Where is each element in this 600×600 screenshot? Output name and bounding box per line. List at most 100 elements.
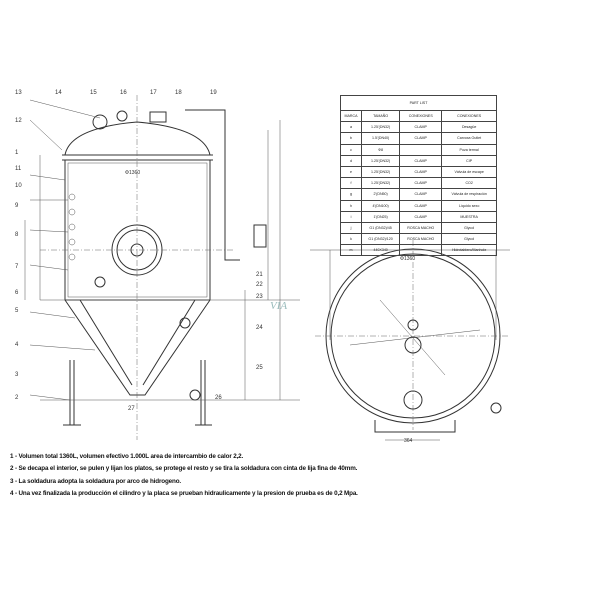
part-number: 13	[15, 90, 22, 96]
table-cell: Φ8	[361, 143, 401, 156]
note-1: 1 - Volumen total 1360L, volumen efectiv…	[10, 453, 244, 460]
part-number: 19	[210, 90, 217, 96]
note-3: 3 - La soldadura adopta la soldadura por…	[10, 477, 181, 485]
table-cell: 4'(DN100)	[361, 199, 401, 212]
part-number: 25	[256, 365, 263, 371]
part-number: 3	[15, 372, 19, 378]
table-cell: CLAMP	[399, 199, 443, 212]
table-cell: m	[339, 244, 363, 257]
table-cell	[399, 244, 443, 257]
table-cell: Hidrotablero/Manhole	[441, 244, 497, 257]
table-cell: MUESTRA	[441, 210, 497, 223]
tank-side-view	[24, 95, 300, 440]
watermark: VIA	[270, 300, 288, 312]
table-cell: c	[339, 143, 363, 156]
table-header-row: MARCA TAMAÑO CONEXIONES CONEXIONES	[339, 109, 497, 123]
part-number: 8	[15, 232, 19, 238]
table-cell: CLAMP	[399, 188, 443, 201]
table-cell: 2'(DN50)	[361, 188, 401, 201]
table-cell: G1 (DN32)/120	[361, 233, 401, 246]
table-cell: h	[339, 199, 363, 212]
part-number: 22	[256, 282, 263, 288]
header-cell: CONEXIONES	[399, 109, 443, 123]
dimension-bottom-width: 364	[404, 438, 413, 444]
table-cell: b	[339, 132, 363, 145]
part-number: 12	[15, 118, 22, 124]
table-cell: G1 (DN32)/45	[361, 221, 401, 235]
dimension-diameter: Φ1360	[400, 256, 416, 262]
table-cell: 1.25'(DN32)	[361, 121, 401, 134]
table-cell: e	[339, 165, 363, 179]
part-number: 11	[15, 166, 22, 172]
table-cell: i	[339, 210, 363, 223]
tank-top-view	[310, 240, 510, 441]
table-cell: CLAMP	[399, 177, 443, 190]
table-cell	[399, 143, 443, 156]
table-cell: CIP	[441, 154, 497, 167]
part-number: 5	[15, 308, 19, 314]
table-cell: Válvula de respiración	[441, 188, 497, 201]
table-cell: Glycol	[441, 233, 497, 246]
table-cell: Líquido sexo	[441, 199, 497, 212]
part-number: 7	[15, 264, 19, 270]
table-cell: g	[339, 188, 363, 201]
table-cell: 440X340	[361, 244, 401, 257]
dimension-top-width: Φ1360	[125, 170, 141, 176]
table-cell: d	[339, 154, 363, 167]
part-number: 4	[15, 342, 19, 348]
table-cell: 1.25'(DN32)	[361, 177, 401, 190]
part-number: 27	[128, 406, 135, 412]
part-number: 2	[15, 395, 19, 401]
table-cell: CO2	[441, 177, 497, 190]
table-cell: Carvoxa Outlet	[441, 132, 497, 145]
note-4: 4 - Una vez finalizada la producción el …	[10, 489, 358, 497]
table-cell: j	[339, 221, 363, 235]
table-cell: ROSCA MACHO	[399, 221, 443, 235]
parts-table: PART LIST MARCA TAMAÑO CONEXIONES CONEXI…	[339, 95, 497, 257]
part-number: 6	[15, 290, 19, 296]
part-number: 15	[90, 90, 97, 96]
table-cell: CLAMP	[399, 154, 443, 167]
table-cell: 1.25'(DN32)	[361, 165, 401, 179]
table-cell: CLAMP	[399, 165, 443, 179]
part-number: 10	[15, 183, 22, 189]
table-cell: k	[339, 233, 363, 246]
table-cell: f	[339, 177, 363, 190]
part-number: 18	[175, 90, 182, 96]
note-2: 2 - Se decapa el interior, se pulen y li…	[10, 465, 358, 473]
table-cell: ROSCA MACHO	[399, 233, 443, 246]
part-number: 23	[256, 294, 263, 300]
part-number: 17	[150, 90, 157, 96]
table-cell: CLAMP	[399, 210, 443, 223]
header-cell: TAMAÑO	[361, 109, 401, 123]
table-cell: 1.25'(DN32)	[361, 154, 401, 167]
part-number: 21	[256, 272, 263, 278]
table-cell: 1.5'(DN40)	[361, 132, 401, 145]
table-cell: CLAMP	[399, 132, 443, 145]
part-number: 24	[256, 325, 263, 331]
table-cell: Glycol	[441, 221, 497, 235]
header-cell: CONEXIONES	[441, 109, 497, 123]
part-number: 14	[55, 90, 62, 96]
part-number: 9	[15, 203, 19, 209]
header-cell: MARCA	[339, 109, 363, 123]
table-cell: 1'(DN25)	[361, 210, 401, 223]
part-number: 16	[120, 90, 127, 96]
table-cell: a	[339, 121, 363, 134]
parts-table-title: PART LIST	[340, 95, 497, 111]
notes: 1 - Volumen total 1360L, volumen efectiv…	[10, 451, 358, 500]
table-cell: Desagüe	[441, 121, 497, 134]
